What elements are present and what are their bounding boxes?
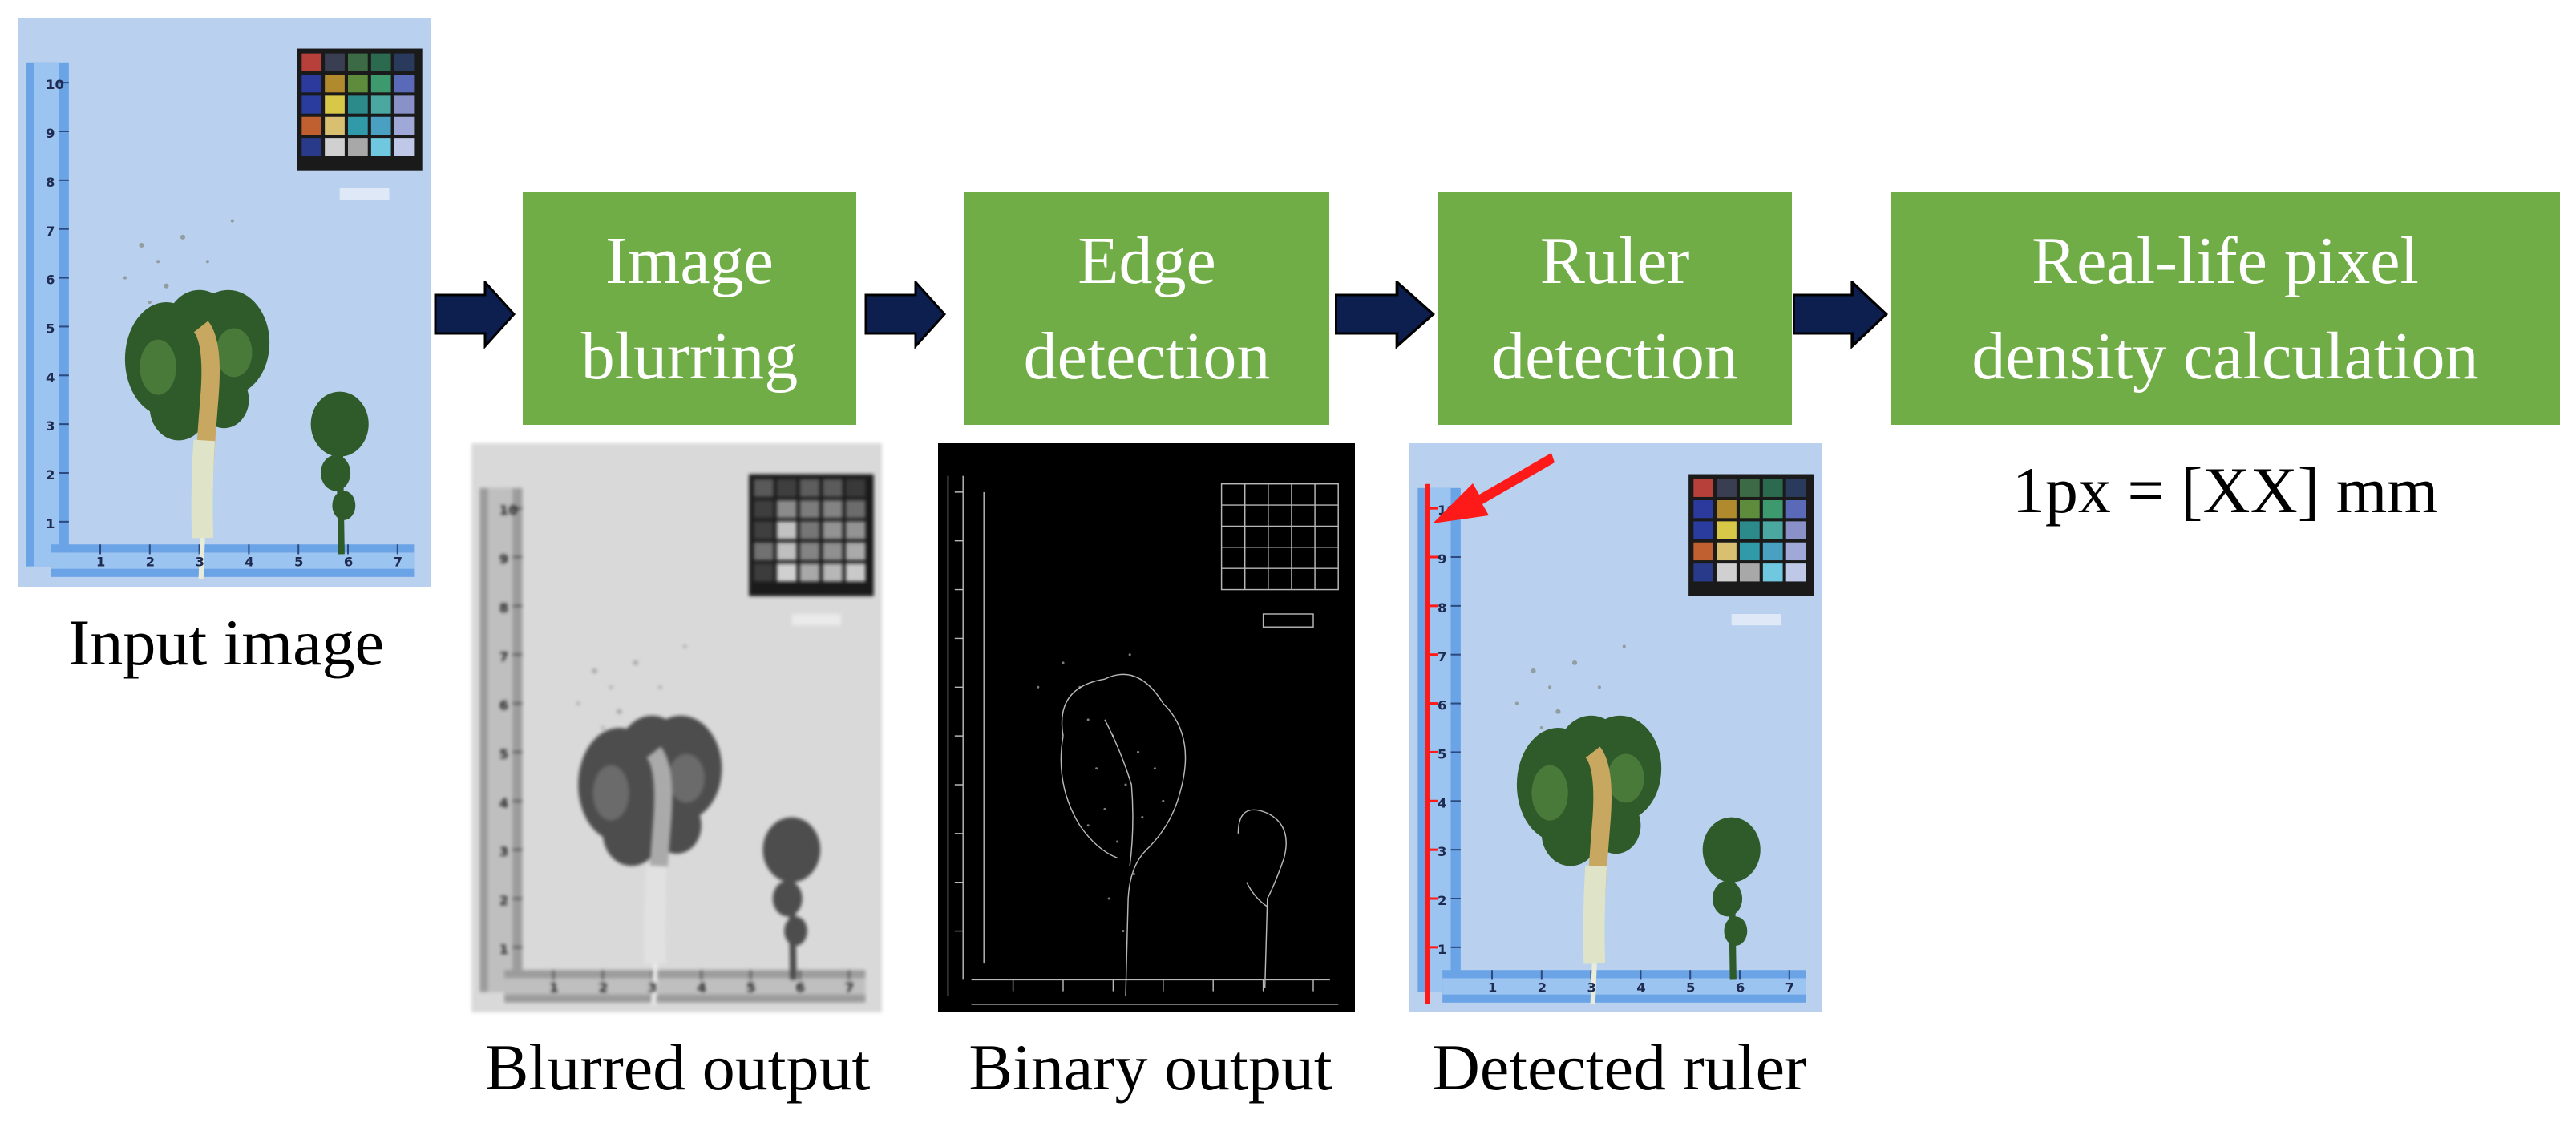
ruler-label: 1 xyxy=(1488,980,1497,996)
ruler-label: 2 xyxy=(146,555,155,570)
step-label: detection xyxy=(1491,319,1738,394)
ruler-label: 7 xyxy=(394,555,402,570)
step-label: Ruler xyxy=(1539,223,1690,298)
step-label: density calculation xyxy=(1971,319,2479,394)
ruler-label: 9 xyxy=(1438,551,1446,567)
step-ruler-detection: Ruler detection xyxy=(1438,192,1792,425)
ruler-label: 3 xyxy=(46,418,55,434)
step-label: Real-life pixel xyxy=(2032,223,2419,298)
input-image-caption: Input image xyxy=(68,606,384,679)
step-label: detection xyxy=(1023,319,1271,394)
ruler-label: 6 xyxy=(1438,698,1446,713)
ruler-label: 2 xyxy=(1438,893,1446,908)
detected-ruler-image: 10 9 8 7 6 5 4 3 2 1 1 2 3 4 5 6 7 xyxy=(1409,443,1822,1012)
ruler-label: 8 xyxy=(46,175,55,190)
ruler-label: 8 xyxy=(499,600,508,616)
ruler-label: 5 xyxy=(746,980,755,996)
ruler-label: 3 xyxy=(499,844,508,859)
blurred-output-photo: 10 9 8 7 6 5 4 3 2 1 1 2 3 4 5 6 7 xyxy=(471,443,882,1012)
ruler-label: 2 xyxy=(499,893,508,908)
blurred-output-caption: Blurred output xyxy=(484,1031,871,1104)
ruler-label: 2 xyxy=(599,980,608,996)
ruler-label: 5 xyxy=(1686,980,1695,996)
ruler-label: 9 xyxy=(499,551,508,567)
ruler-label: 10 xyxy=(46,77,64,92)
ruler-label: 6 xyxy=(499,698,508,713)
detected-ruler-photo: 10 9 8 7 6 5 4 3 2 1 1 2 3 4 5 6 7 xyxy=(1409,443,1822,1012)
ruler-label: 4 xyxy=(698,980,706,996)
ruler-label: 3 xyxy=(1438,844,1446,859)
input-image-photo: 10 9 8 7 6 5 4 3 2 1 1 2 3 4 5 6 7 xyxy=(18,18,431,587)
ruler-label: 4 xyxy=(1438,796,1446,811)
pixel-density-formula: 1px = [XX] mm xyxy=(2012,454,2439,527)
detected-ruler-ticks xyxy=(1427,507,1438,949)
step-label: blurring xyxy=(580,319,799,394)
ruler-label: 1 xyxy=(96,555,105,570)
ruler-label: 4 xyxy=(46,370,55,386)
ruler-label: 6 xyxy=(1736,980,1745,996)
ruler-label: 2 xyxy=(1538,980,1547,996)
ruler-label: 4 xyxy=(245,555,253,570)
binary-output-photo xyxy=(938,443,1355,1012)
flow-arrow-3 xyxy=(1335,281,1435,348)
ruler-label: 1 xyxy=(549,980,558,996)
ruler-label: 7 xyxy=(46,224,55,239)
input-image: 10 9 8 7 6 5 4 3 2 1 1 2 3 4 5 6 7 xyxy=(18,18,431,587)
binary-output-image xyxy=(938,443,1355,1012)
ruler-label: 3 xyxy=(648,980,657,996)
ruler-label: 8 xyxy=(1438,600,1446,616)
step-pixel-density-calculation: Real-life pixel density calculation xyxy=(1891,192,2560,425)
red-pointer-arrow xyxy=(1433,453,1555,523)
ruler-label: 10 xyxy=(499,503,518,518)
flow-arrow-1 xyxy=(434,281,516,348)
ruler-label: 1 xyxy=(46,516,55,531)
ruler-label: 7 xyxy=(1785,980,1794,996)
ruler-label: 1 xyxy=(499,942,508,957)
ruler-label: 5 xyxy=(294,555,303,570)
step-label: Edge xyxy=(1078,223,1216,298)
ruler-label: 6 xyxy=(795,980,804,996)
ruler-label: 7 xyxy=(1438,649,1446,664)
blurred-output-image: 10 9 8 7 6 5 4 3 2 1 1 2 3 4 5 6 7 xyxy=(471,443,882,1012)
ruler-label: 5 xyxy=(46,321,55,337)
ruler-label: 2 xyxy=(46,467,55,483)
ruler-label: 1 xyxy=(1438,942,1446,957)
ruler-label: 4 xyxy=(1636,980,1645,996)
ruler-label: 6 xyxy=(344,555,353,570)
ruler-label: 3 xyxy=(195,555,204,570)
step-image-blurring: Image blurring xyxy=(523,192,856,425)
step-edge-detection: Edge detection xyxy=(964,192,1329,425)
binary-output-caption: Binary output xyxy=(969,1031,1332,1104)
flow-arrow-4 xyxy=(1793,281,1888,348)
ruler-label: 3 xyxy=(1587,980,1595,996)
ruler-label: 7 xyxy=(499,649,508,664)
detected-ruler-caption: Detected ruler xyxy=(1432,1031,1807,1104)
ruler-label: 4 xyxy=(499,795,508,810)
ruler-label: 6 xyxy=(46,273,55,288)
flow-arrow-2 xyxy=(864,281,946,348)
ruler-label: 5 xyxy=(499,747,508,762)
step-label: Image xyxy=(605,223,774,298)
ruler-label: 9 xyxy=(46,126,55,141)
ruler-label: 7 xyxy=(845,980,854,996)
ruler-label: 5 xyxy=(1438,747,1446,762)
